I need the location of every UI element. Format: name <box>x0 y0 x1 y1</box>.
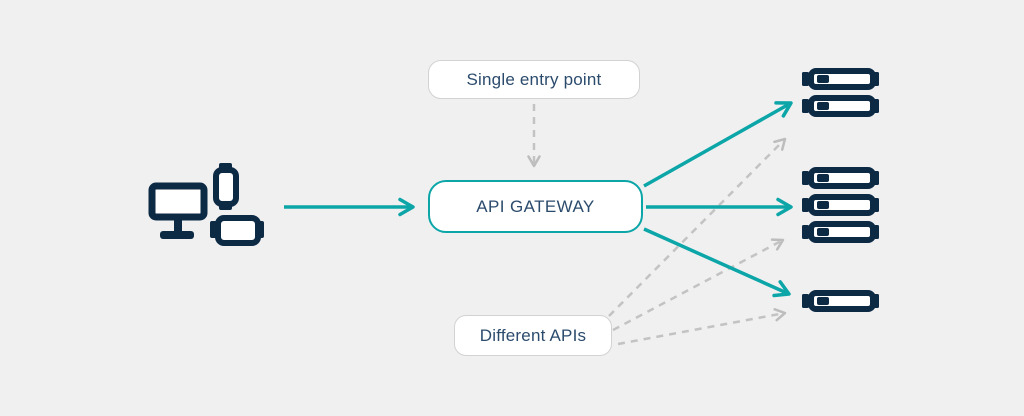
server-top-icon <box>802 68 879 117</box>
server-bottom-icon <box>802 290 879 312</box>
single-entry-point-label: Single entry point <box>466 69 602 89</box>
dashed-arrow-apis-to-server-top <box>608 137 787 317</box>
monitor-icon <box>148 182 208 239</box>
different-apis-label: Different APIs <box>479 325 587 345</box>
dashed-arrow-apis-to-server-bottom <box>617 308 787 346</box>
single-entry-point-node: Single entry point <box>428 60 640 99</box>
server-middle-icon <box>802 167 879 243</box>
api-gateway-node: API GATEWAY <box>428 180 643 233</box>
client-devices-icon <box>148 163 264 246</box>
smartphone-icon <box>213 163 239 210</box>
tablet-icon <box>210 215 264 246</box>
api-gateway-label: API GATEWAY <box>476 196 595 216</box>
different-apis-node: Different APIs <box>454 315 612 356</box>
arrow-gateway-to-server-bottom <box>643 227 791 298</box>
dashed-arrow-apis-to-server-middle <box>612 238 785 332</box>
arrow-gateway-to-server-top <box>643 101 793 188</box>
